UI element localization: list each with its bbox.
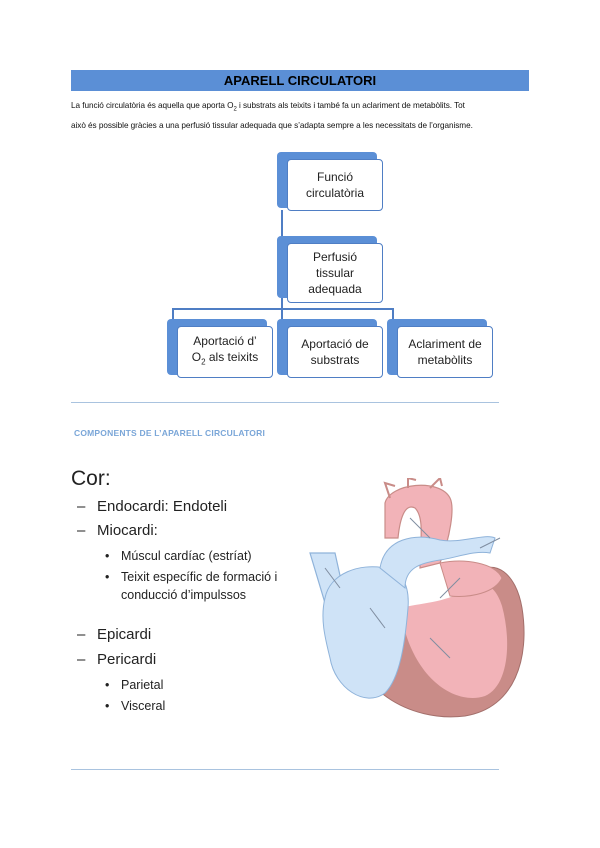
item-pericardi: –Pericardi bbox=[77, 651, 157, 668]
flow-arrows bbox=[324, 517, 501, 659]
connector bbox=[172, 308, 174, 320]
page-title: APARELL CIRCULATORI bbox=[71, 70, 529, 91]
connector bbox=[172, 308, 393, 310]
section-title: COMPONENTS DE L’APARELL CIRCULATORI bbox=[74, 428, 266, 438]
item-miocardi: –Miocardi: bbox=[77, 522, 158, 539]
connector bbox=[281, 296, 283, 308]
item-epicardi: –Epicardi bbox=[77, 626, 152, 643]
connector bbox=[281, 308, 283, 320]
intro-line-2: això és possible gràcies a una perfusió … bbox=[71, 120, 473, 130]
left-atrium bbox=[439, 560, 503, 597]
pulmonary-artery bbox=[379, 536, 496, 590]
right-heart bbox=[322, 566, 409, 699]
cor-heading: Cor: bbox=[71, 467, 111, 490]
divider bbox=[71, 769, 499, 770]
aorta-branches bbox=[383, 478, 443, 499]
intro-line-1: La funció circulatòria és aquella que ap… bbox=[71, 101, 465, 113]
connector bbox=[392, 308, 394, 320]
heart-illustration bbox=[309, 478, 525, 718]
intro-paragraph: La funció circulatòria és aquella que ap… bbox=[71, 98, 533, 133]
connector bbox=[281, 210, 283, 240]
divider bbox=[71, 402, 499, 403]
item-endocardi: –Endocardi: Endoteli bbox=[77, 498, 228, 515]
left-ventricle bbox=[400, 583, 508, 698]
